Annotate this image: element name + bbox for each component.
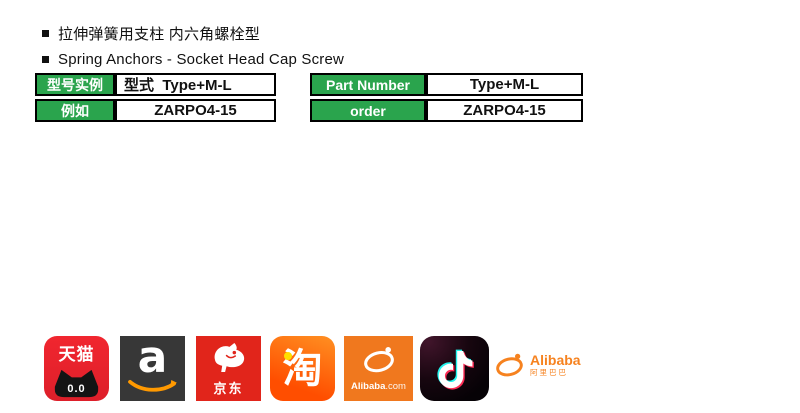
table-header-cell: 型号实例 xyxy=(35,73,115,96)
table-row: 型号实例 型式 Type+M-L xyxy=(35,73,276,96)
jd-logo: 京东 xyxy=(196,336,261,401)
table-row: Part Number Type+M-L xyxy=(310,73,583,96)
alibaba-com-logo: Alibaba.com xyxy=(344,336,413,401)
table-row: order ZARPO4-15 xyxy=(310,99,583,122)
tiktok-note-icon xyxy=(437,349,474,390)
table-row: 例如 ZARPO4-15 xyxy=(35,99,276,122)
jd-dog-icon xyxy=(214,342,245,373)
tmall-wordmark: 天猫 xyxy=(58,345,95,364)
bullet-icon xyxy=(42,30,49,37)
alibaba-com-wordmark: Alibaba.com xyxy=(344,381,413,392)
part-number-table-en: Part Number Type+M-L order ZARPO4-15 xyxy=(310,73,583,125)
jd-wordmark: 京东 xyxy=(213,381,244,396)
tmall-cat-face: 0.0 xyxy=(67,383,86,395)
heading-cn-text: 拉伸弹簧用支柱 内六角螺栓型 xyxy=(58,26,260,43)
tiktok-logo xyxy=(420,336,489,401)
alibaba-wordmark-text: Alibaba 阿里巴巴 xyxy=(530,353,581,377)
bullet-icon xyxy=(42,56,49,63)
alibaba-group-logo: Alibaba 阿里巴巴 xyxy=(494,352,581,377)
alibaba-com-brand: Alibaba xyxy=(351,381,386,392)
taobao-character: 淘 xyxy=(282,347,323,391)
table-value-cell: ZARPO4-15 xyxy=(426,99,583,122)
table-header-cell: 例如 xyxy=(35,99,115,122)
table-header-cell: Part Number xyxy=(310,73,426,96)
alibaba-mark-icon xyxy=(364,347,394,373)
table-value-cell: ZARPO4-15 xyxy=(115,99,276,122)
heading-en-text: Spring Anchors - Socket Head Cap Screw xyxy=(58,51,345,68)
heading-cn: 拉伸弹簧用支柱 内六角螺栓型 xyxy=(42,25,260,43)
amazon-letter: a xyxy=(137,336,168,383)
alibaba-mark-icon xyxy=(496,353,523,377)
amazon-smile-icon xyxy=(128,379,177,392)
taobao-dot-icon xyxy=(284,352,292,360)
tmall-logo: 天猫 0.0 xyxy=(44,336,109,401)
alibaba-brand: Alibaba xyxy=(530,351,581,368)
alibaba-brand-cn: 阿里巴巴 xyxy=(530,367,568,377)
table-value-cell: Type+M-L xyxy=(426,73,583,96)
alibaba-com-suffix: .com xyxy=(385,381,406,392)
taobao-logo: 淘 xyxy=(270,336,335,401)
table-value-cell: 型式 Type+M-L xyxy=(115,73,276,96)
tmall-cat-icon xyxy=(54,369,99,398)
amazon-logo: a xyxy=(120,336,185,401)
heading-en: Spring Anchors - Socket Head Cap Screw xyxy=(42,51,344,68)
table-header-cell: order xyxy=(310,99,426,122)
part-number-table-cn: 型号实例 型式 Type+M-L 例如 ZARPO4-15 xyxy=(35,73,276,125)
